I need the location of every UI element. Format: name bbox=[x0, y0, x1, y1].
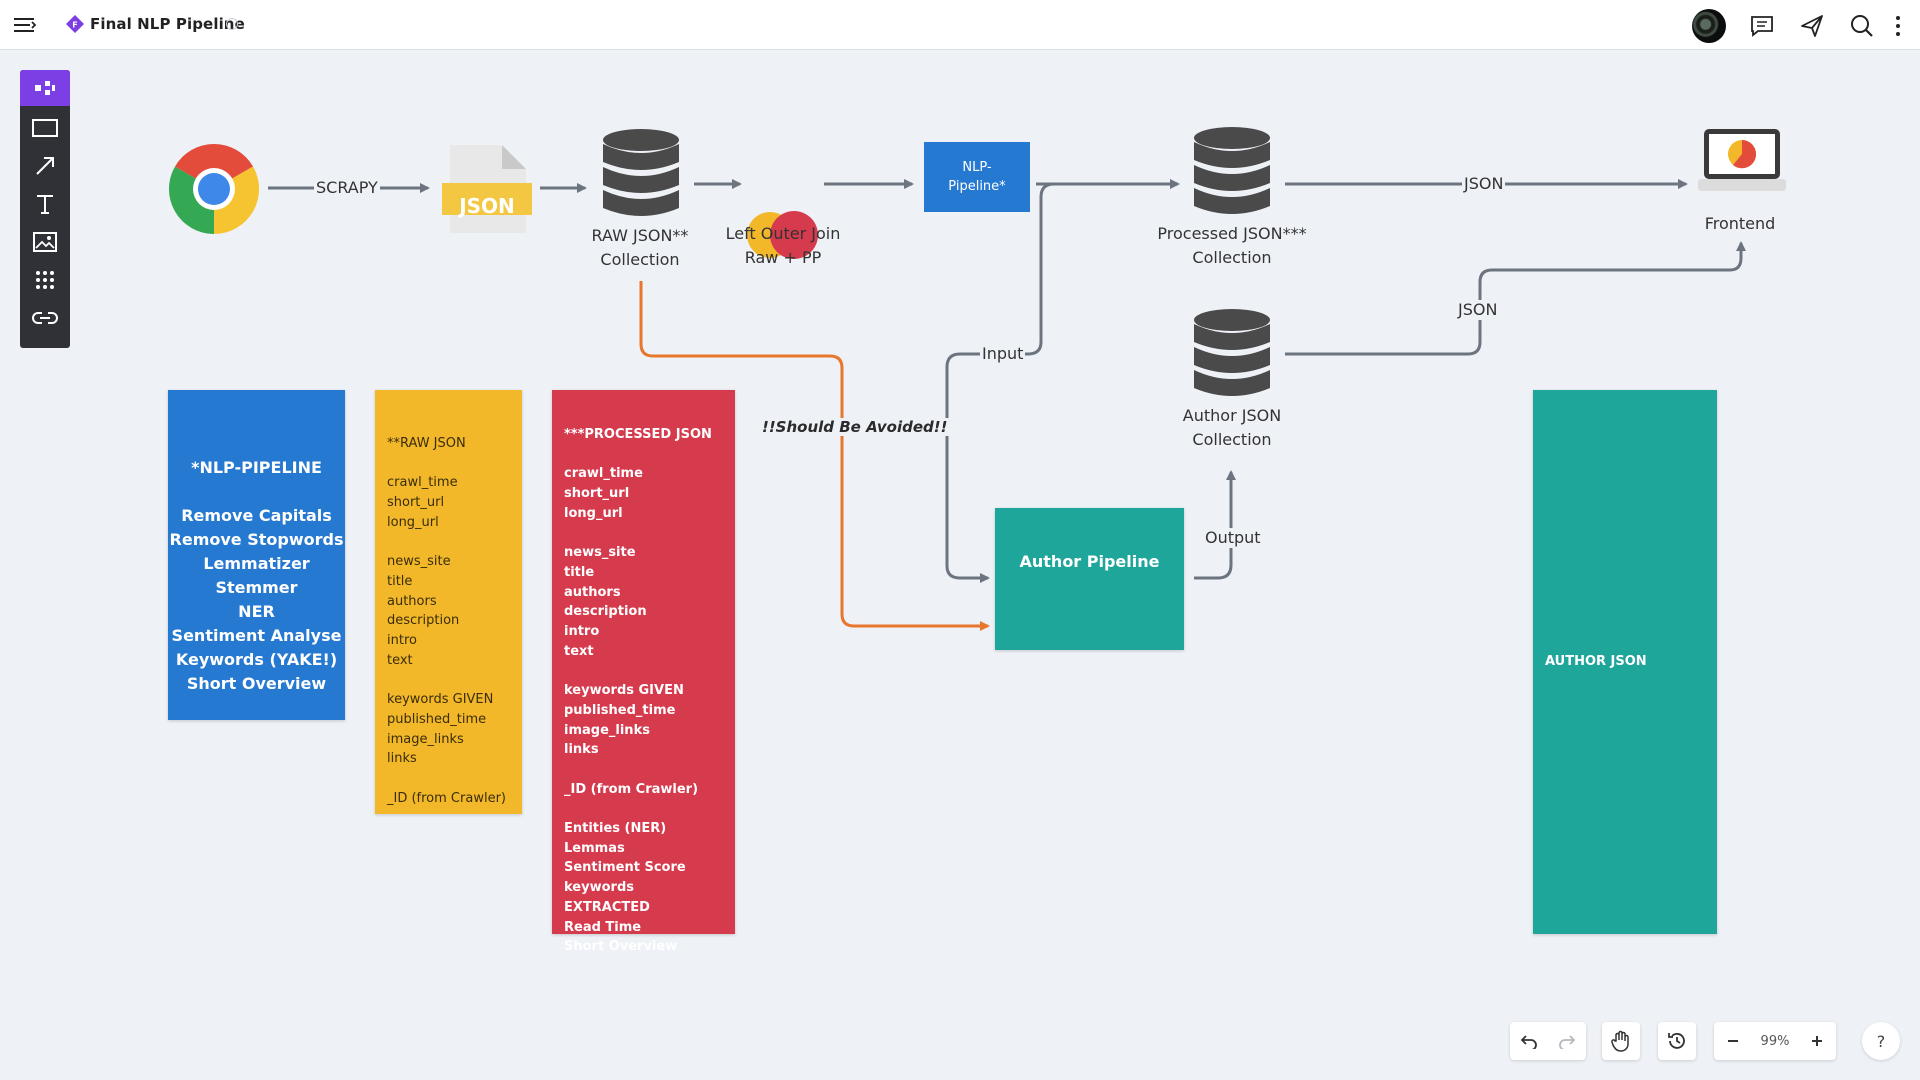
hamburger-menu-icon[interactable] bbox=[12, 13, 38, 37]
redo-icon[interactable] bbox=[1548, 1022, 1586, 1060]
author-json-card-text: AUTHOR JSON bbox=[1545, 654, 1647, 669]
share-send-icon[interactable] bbox=[1798, 12, 1826, 40]
undo-redo-group bbox=[1510, 1022, 1586, 1060]
json-file-icon bbox=[440, 143, 534, 239]
frontend-label: Frontend bbox=[1704, 214, 1776, 233]
nlp-pipeline-card-text: *NLP-PIPELINE Remove Capitals Remove Sto… bbox=[169, 458, 344, 693]
zoom-level[interactable]: 99% bbox=[1760, 1033, 1790, 1049]
board-title[interactable]: Final NLP Pipeline bbox=[90, 15, 245, 33]
svg-text:F: F bbox=[72, 21, 77, 30]
zoom-in-icon[interactable] bbox=[1798, 1022, 1836, 1060]
image-tool-icon[interactable] bbox=[20, 224, 70, 260]
json-edge-label-top: JSON bbox=[1462, 174, 1506, 194]
author-pipeline-card[interactable]: Author Pipeline bbox=[995, 508, 1184, 650]
rectangle-tool-icon[interactable] bbox=[20, 110, 70, 146]
top-bar: F Final NLP Pipeline bbox=[0, 0, 1920, 50]
json-edge-label-author: JSON bbox=[1456, 300, 1500, 320]
processed-json-card-text: ***PROCESSED JSON crawl_time short_url l… bbox=[564, 427, 712, 955]
undo-icon[interactable] bbox=[1510, 1022, 1548, 1060]
zoom-out-icon[interactable] bbox=[1714, 1022, 1752, 1060]
frames-tool-icon[interactable] bbox=[20, 70, 70, 106]
frontend-monitor-icon bbox=[1697, 127, 1787, 201]
scrapy-edge-label: SCRAPY bbox=[314, 178, 380, 198]
apps-grid-icon[interactable] bbox=[20, 262, 70, 298]
more-options-icon[interactable] bbox=[1884, 12, 1912, 40]
output-edge-label: Output bbox=[1203, 528, 1263, 548]
author-pipeline-card-text: Author Pipeline bbox=[1019, 552, 1160, 571]
text-tool-icon[interactable] bbox=[20, 186, 70, 222]
help-button[interactable]: ? bbox=[1862, 1022, 1900, 1060]
search-icon[interactable] bbox=[1848, 12, 1876, 40]
raw-json-card[interactable]: **RAW JSON crawl_time short_url long_url… bbox=[375, 390, 522, 814]
chrome-browser-icon bbox=[168, 143, 260, 239]
author-json-database-icon bbox=[1192, 308, 1272, 406]
join-circles-icon bbox=[745, 210, 821, 264]
history-group bbox=[1658, 1022, 1696, 1060]
raw-json-card-text: **RAW JSON crawl_time short_url long_url… bbox=[387, 436, 506, 806]
processed-json-collection-label: Processed JSON*** Collection bbox=[1157, 224, 1307, 267]
hand-pan-icon[interactable] bbox=[1602, 1022, 1640, 1060]
comments-icon[interactable] bbox=[1748, 12, 1776, 40]
author-json-card[interactable]: AUTHOR JSON bbox=[1533, 390, 1717, 934]
input-edge-label: Input bbox=[980, 344, 1026, 364]
should-be-avoided-label: !!Should Be Avoided!! bbox=[760, 418, 950, 436]
link-tool-icon[interactable] bbox=[20, 300, 70, 336]
author-json-collection-label: Author JSON Collection bbox=[1182, 406, 1282, 449]
nlp-pipeline-card[interactable]: *NLP-PIPELINE Remove Capitals Remove Sto… bbox=[168, 390, 345, 720]
board-info-icon[interactable] bbox=[226, 18, 238, 30]
user-avatar[interactable] bbox=[1692, 9, 1726, 43]
arrow-tool-icon[interactable] bbox=[20, 148, 70, 184]
tool-panel bbox=[20, 70, 70, 348]
zoom-controls: 99% bbox=[1714, 1022, 1836, 1060]
join-label: Left Outer Join Raw + PP bbox=[725, 224, 841, 267]
nlp-pipeline-node[interactable]: NLP- Pipeline* bbox=[924, 142, 1030, 212]
raw-json-collection-label: RAW JSON** Collection bbox=[591, 226, 689, 269]
processed-json-card[interactable]: ***PROCESSED JSON crawl_time short_url l… bbox=[552, 390, 735, 954]
json-file-text: JSON bbox=[459, 194, 515, 218]
processed-json-database-icon bbox=[1192, 126, 1272, 224]
raw-json-database-icon bbox=[601, 128, 681, 226]
board-logo-icon: F bbox=[66, 15, 84, 33]
board-canvas[interactable]: SCRAPY JSON RAW JSON** Collection Left O… bbox=[0, 50, 1920, 1080]
history-icon[interactable] bbox=[1658, 1022, 1696, 1060]
hand-tool-group bbox=[1602, 1022, 1640, 1060]
